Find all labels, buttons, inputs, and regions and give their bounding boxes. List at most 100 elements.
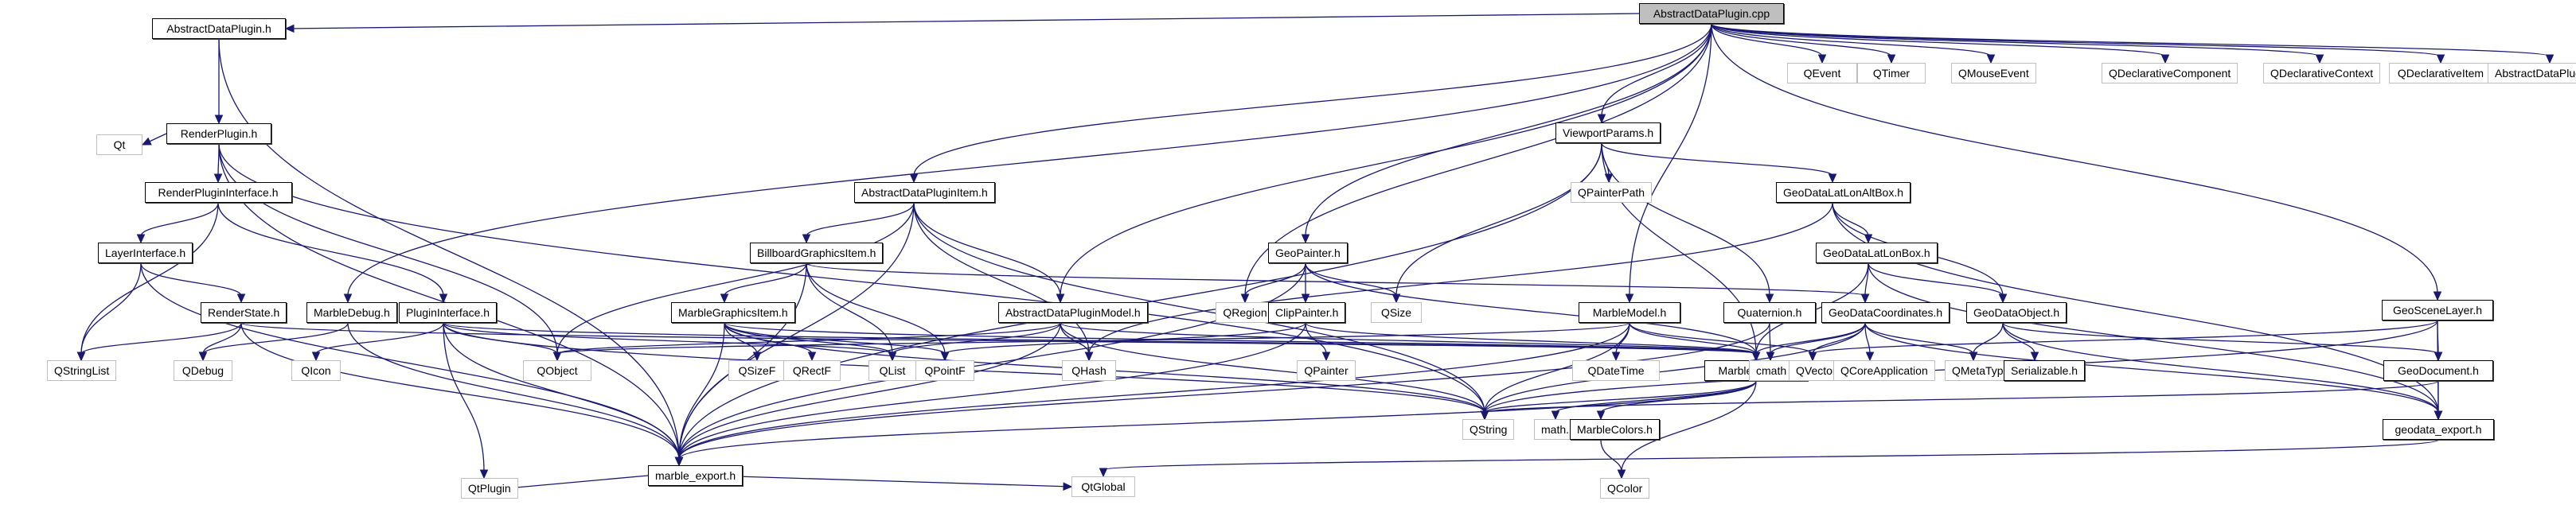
node-qevent[interactable]: QEvent xyxy=(1787,63,1857,84)
edge-root-to-qdeclitem xyxy=(1711,23,2441,57)
edge-marbledebug-to-marble_export xyxy=(347,322,680,460)
node-qregion[interactable]: QRegion xyxy=(1216,302,1274,323)
edge-adpmodel-to-qobject xyxy=(556,322,1061,355)
edge-viewport-to-gdlaab xyxy=(1601,142,1833,177)
node-mgitem[interactable]: MarbleGraphicsItem.h xyxy=(671,302,795,323)
arrowhead-icon xyxy=(552,352,562,362)
edge-rpi-to-plugininterface xyxy=(217,202,444,297)
node-qcolor[interactable]: QColor xyxy=(1600,478,1650,499)
edge-marble_export-to-qtglobal xyxy=(709,475,1072,488)
node-adpmodel[interactable]: AbstractDataPluginModel.h xyxy=(998,302,1148,323)
arrowhead-icon xyxy=(888,352,897,362)
node-adp_h[interactable]: AbstractDataPlugin.h xyxy=(152,18,286,39)
node-gdllb[interactable]: GeoDataLatLonBox.h xyxy=(1816,243,1938,263)
node-geopainter[interactable]: GeoPainter.h xyxy=(1268,243,1348,263)
node-clippainter[interactable]: ClipPainter.h xyxy=(1268,302,1346,323)
arrowhead-icon xyxy=(1986,54,1996,64)
edge-adpitem-to-adpmodel xyxy=(913,202,1061,297)
node-gdocument[interactable]: GeoDocument.h xyxy=(2383,360,2493,381)
node-marblemodel[interactable]: MarbleModel.h xyxy=(1579,302,1680,323)
node-qpointf[interactable]: QPointF xyxy=(915,360,974,381)
node-renderstate[interactable]: RenderState.h xyxy=(201,302,287,323)
edge-marbledebug-to-qdebug xyxy=(202,322,349,355)
node-qt[interactable]: Qt xyxy=(96,134,142,155)
node-renderplugin[interactable]: RenderPlugin.h xyxy=(166,123,271,144)
node-serializable[interactable]: Serializable.h xyxy=(2004,360,2086,381)
arrowhead-icon xyxy=(1099,468,1108,478)
node-qobject[interactable]: QObject xyxy=(523,360,591,381)
node-qsize[interactable]: QSize xyxy=(1371,302,1422,323)
node-qdeclcomp[interactable]: QDeclarativeComponent xyxy=(2102,63,2238,84)
node-qdeclitem[interactable]: QDeclarativeItem xyxy=(2389,63,2492,84)
node-quaternion[interactable]: Quaternion.h xyxy=(1723,302,1816,323)
node-qhash[interactable]: QHash xyxy=(1062,360,1116,381)
node-qdatetime[interactable]: QDateTime xyxy=(1572,360,1660,381)
edges-layer xyxy=(76,13,2555,492)
edge-geopainter-to-marbleglobal xyxy=(1305,262,1757,355)
node-qicon[interactable]: QIcon xyxy=(291,360,341,381)
arrowhead-icon xyxy=(1998,293,2008,304)
edge-marblemodel-to-qdatetime xyxy=(1615,322,1630,355)
node-qdebug[interactable]: QDebug xyxy=(174,360,232,381)
node-adpmoc[interactable]: AbstractDataPlugin.moc xyxy=(2488,63,2576,84)
edge-marblemodel-to-marble_export xyxy=(678,322,1630,460)
edge-marblemodel-to-qstring xyxy=(1484,322,1630,414)
edge-gdocument-to-qstring xyxy=(1484,380,2439,414)
node-qstring[interactable]: QString xyxy=(1462,419,1515,440)
node-layeri[interactable]: LayerInterface.h xyxy=(98,243,193,263)
node-root[interactable]: AbstractDataPlugin.cpp xyxy=(1639,3,1784,24)
node-gdcoords[interactable]: GeoDataCoordinates.h xyxy=(1821,302,1950,323)
edge-root-to-qdeclctx xyxy=(1711,23,2320,57)
node-billboard[interactable]: BillboardGraphicsItem.h xyxy=(750,243,884,263)
arrowhead-icon xyxy=(198,352,208,362)
edge-adpmodel-to-marbleglobal xyxy=(1060,322,1757,355)
edge-plugininterface-to-qlist xyxy=(443,322,893,355)
edge-clippainter-to-qpainter xyxy=(1305,322,1327,355)
edge-mgitem-to-qsizef xyxy=(724,322,758,355)
edge-marble_export-to-qtplugin xyxy=(506,475,649,489)
node-qlist[interactable]: QList xyxy=(868,360,916,381)
edge-layeri-to-renderstate xyxy=(140,262,242,297)
node-geodata_export[interactable]: geodata_export.h xyxy=(2383,419,2494,440)
node-plugininterface[interactable]: PluginInterface.h xyxy=(399,302,498,323)
node-cmath[interactable]: cmath xyxy=(1749,360,1794,381)
edge-gdllb-to-geodata_export xyxy=(1868,262,2439,414)
node-qstringlist[interactable]: QStringList xyxy=(47,360,117,381)
node-qtimer[interactable]: QTimer xyxy=(1857,63,1926,84)
edge-marblemodel-to-qvector xyxy=(1629,322,1813,355)
edge-billboard-to-qlist xyxy=(806,262,893,355)
node-qcoreapp[interactable]: QCoreApplication xyxy=(1833,360,1935,381)
node-rpi[interactable]: RenderPluginInterface.h xyxy=(144,182,292,203)
edge-renderplugin-to-qstring xyxy=(218,143,1485,414)
node-adpitem[interactable]: AbstractDataPluginItem.h xyxy=(854,182,995,203)
node-qtplugin[interactable]: QtPlugin xyxy=(461,478,518,499)
node-marbledebug[interactable]: MarbleDebug.h xyxy=(306,302,397,323)
edge-gdcoords-to-marbleglobal xyxy=(1755,322,1866,355)
node-gdlaab[interactable]: GeoDataLatLonAltBox.h xyxy=(1776,182,1911,203)
node-qrectf[interactable]: QRectF xyxy=(783,360,841,381)
node-gdobject[interactable]: GeoDataObject.h xyxy=(1966,302,2067,323)
edge-gdobject-to-geodata_export xyxy=(2002,322,2439,414)
edge-root-to-qtimer xyxy=(1711,23,1892,57)
node-gscenelayer[interactable]: GeoSceneLayer.h xyxy=(2382,300,2493,320)
node-qmouseevent[interactable]: QMouseEvent xyxy=(1951,63,2036,84)
node-marble_export[interactable]: marble_export.h xyxy=(648,465,744,486)
node-marblecolors[interactable]: MarbleColors.h xyxy=(1570,419,1660,440)
arrowhead-icon xyxy=(2315,54,2324,64)
arrowhead-icon xyxy=(1596,410,1606,421)
node-qsizef[interactable]: QSizeF xyxy=(728,360,786,381)
edge-gdcoords-to-geodata_export xyxy=(1864,322,2439,414)
edge-renderstate-to-qdebug xyxy=(202,322,242,355)
edge-gdcoords-to-qstring xyxy=(1484,322,1866,414)
edge-adpitem-to-qobject xyxy=(556,202,915,355)
edge-root-to-qdeclcomp xyxy=(1711,23,2166,57)
node-qdeclctx[interactable]: QDeclarativeContext xyxy=(2263,63,2381,84)
arrowhead-icon xyxy=(674,456,684,467)
edge-rpi-to-qstringlist xyxy=(80,202,219,355)
node-qpainter[interactable]: QPainter xyxy=(1297,360,1356,381)
node-qtglobal[interactable]: QtGlobal xyxy=(1071,476,1135,497)
node-qpainterpath[interactable]: QPainterPath xyxy=(1571,182,1653,203)
edge-marbleglobal-to-marblecolors xyxy=(1600,380,1757,414)
node-viewport[interactable]: ViewportParams.h xyxy=(1555,122,1661,143)
edge-gdobject-to-gdocument xyxy=(2002,322,2439,355)
